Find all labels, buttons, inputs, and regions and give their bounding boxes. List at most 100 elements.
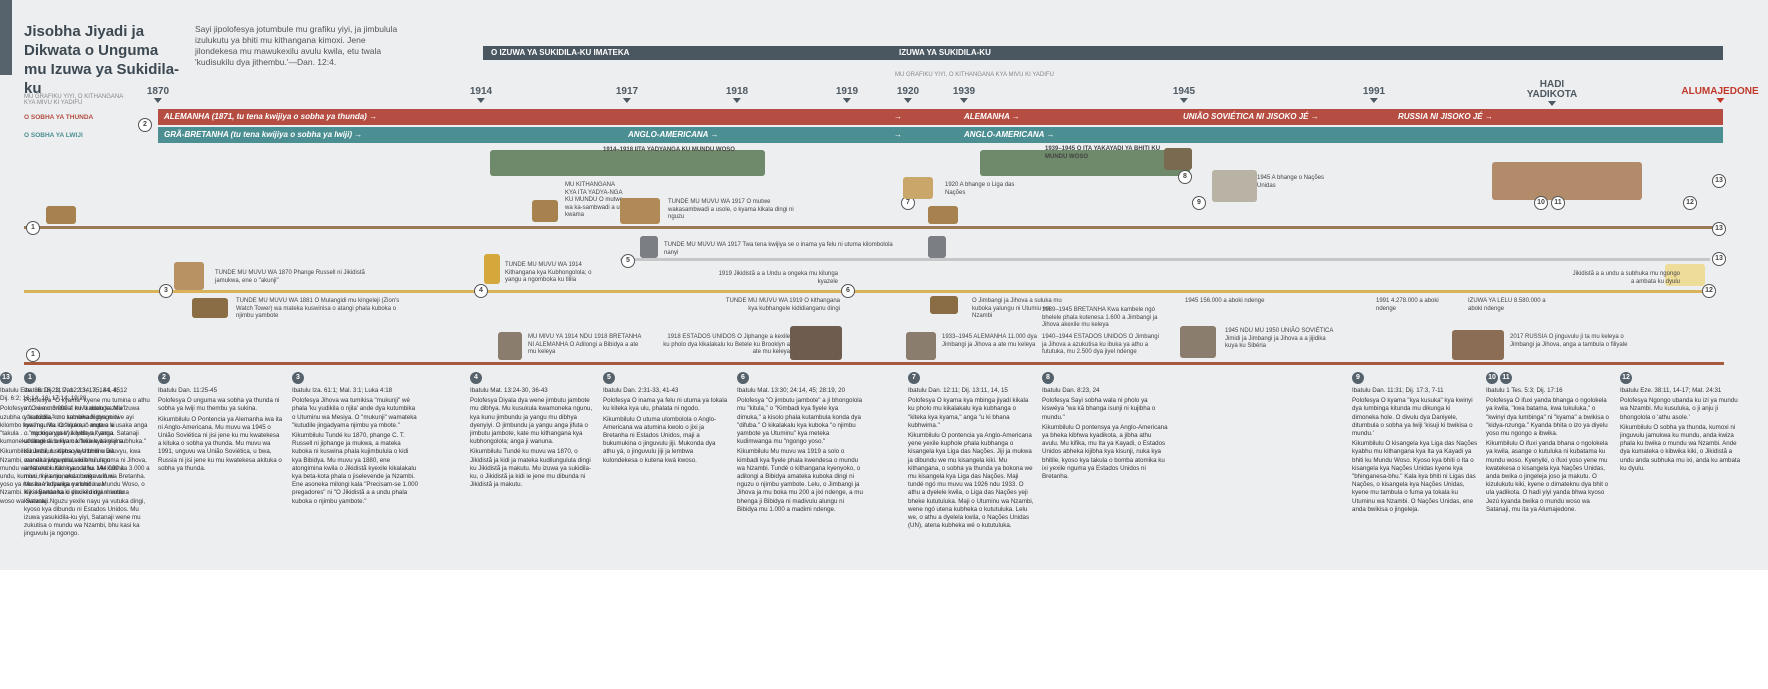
column-prophecy: Polofesya "O kyama" kyene mu tumina o at… <box>24 397 150 446</box>
column-fulfillment: Kikumbilulu Tundé ku muvu wa 1870, o Jik… <box>470 448 592 489</box>
lane-teal-4: ANGLO-AMERICANA → <box>964 130 1055 139</box>
column-reference: Ibatulu Dan. 12:11; Dij. 13:11, 14, 15 <box>908 387 1008 394</box>
column-number: 9 <box>1352 372 1478 387</box>
event-head-healed: TUNDE MU MUVU WA 1917 O mutwe wakasambwa… <box>668 199 794 220</box>
era-banner-2: IZUWA YA SUKIDILA-KU <box>891 46 1723 60</box>
column-number: 4 <box>470 372 596 387</box>
lane-red-5: RUSSIA NI JISOKO JÉ → <box>1398 112 1493 121</box>
column-prophecy: Polofesya Ngongo ubanda ku izi ya mundu … <box>1620 397 1738 421</box>
year-1945: 1945 <box>1173 86 1195 103</box>
beast-image-1 <box>46 206 76 224</box>
event-harvest: TUNDE MU MUVU WA 1914 Kithangana kya Kub… <box>505 262 592 283</box>
event-russia-ban: 2017 RUSSIA O jinguvulu ji ta mu keleya … <box>1510 334 1628 348</box>
column-prophecy: Polofesya "O jimbutu jambote" a ji bhong… <box>737 397 863 446</box>
event-russell: TUNDE MU MUVU WA 1870 Phange Russell ni … <box>215 270 365 284</box>
beast-image-2 <box>928 206 958 224</box>
ww2-scene-image <box>980 150 1190 176</box>
event-jw-preach: O Jimbangi ja Jihova a suluka mu kuboka … <box>972 298 1062 319</box>
lane-red-1: ALEMANHA (1871, tu tena kwijiya o sobha … <box>164 112 378 121</box>
event-rapture: Jikidistã a a undu a subhuka mu ngongo a… <box>1572 271 1680 285</box>
column-reference: Ibatulu 1 Tes. 5:3; Dij. 17:16 <box>1486 387 1563 394</box>
event-1919-preach: TUNDE MU MUVU WA 1919 O kithangana kya k… <box>725 298 840 312</box>
year-1914: 1914 <box>470 86 492 103</box>
tree-image <box>1164 148 1192 170</box>
teal-lane-label: O SOBHA YA LWIJI <box>24 132 83 139</box>
background-band <box>0 0 1768 570</box>
feet-image <box>640 236 658 258</box>
marker-13-c: 13 <box>1712 252 1726 266</box>
ww1-scene-image <box>490 150 765 176</box>
year-1917: 1917 <box>616 86 638 103</box>
prisoners-image-3 <box>906 332 936 360</box>
column-reference: Ibatulu Dan. 11:31; Dij. 17:3, 7-11 <box>1352 387 1444 394</box>
column-prophecy: Polofesya O ifuxi yanda bhanga o ngoloke… <box>1486 397 1609 438</box>
column-number: 7 <box>908 372 1034 387</box>
russell-image <box>174 262 204 290</box>
column-reference: Ibatulu Iza. 61:1; Mal. 3:1; Luka 4:18 <box>292 387 393 394</box>
year-1991: 1991 <box>1363 86 1385 103</box>
column-prophecy: Polofesya O unguma wa sobha ya thunda ni… <box>158 397 280 413</box>
column-fulfillment: Kikumbilulu O pontensya ya Anglo-America… <box>1042 423 1168 481</box>
event-1991-pub: 1991 4.278.000 a aboki ndenge <box>1376 298 1439 312</box>
lane-teal-3: → <box>894 130 902 139</box>
cloud-image <box>1665 264 1705 286</box>
year-1870: 1870 <box>147 86 169 103</box>
marker-12: 12 <box>1702 284 1716 298</box>
year-1919: 1919 <box>836 86 858 103</box>
persecution-line <box>24 362 1724 365</box>
event-today-pub: IZUWA YA LELU 8.580.000 a aboki ndenge <box>1468 298 1546 312</box>
religion-image <box>1492 162 1642 200</box>
marker-9: 9 <box>1192 196 1206 210</box>
column-number: 2 <box>158 372 284 387</box>
marker-4: 4 <box>474 284 488 298</box>
column-prophecy: Polofesya Sayi sobha wala ni pholo ya ki… <box>1042 397 1156 421</box>
column-reference: Ibatulu Dan. 11:25-45 <box>158 387 218 394</box>
column-fulfillment: Kikumbilulu O pontencia ya Anglo-America… <box>908 432 1034 530</box>
column-reference: Ibatulu Dan. 8:23, 24 <box>1042 387 1100 394</box>
column-fulfillment: Kikumbilulu O sobha ya thunda, kumoxi ni… <box>1620 423 1741 472</box>
lane-red-2: → <box>894 112 902 121</box>
column-prophecy: Polofesya O inama ya felu ni utuma ya to… <box>603 397 728 413</box>
column-reference: Ibatulu Mat. 13:30; 24:14, 45; 28:19, 20 <box>737 387 846 394</box>
feet-image-2 <box>928 236 946 258</box>
era-banner-1: O IZUWA YA SUKIDILA-KU IMATEKA <box>483 46 898 60</box>
event-wounded-head: MU KITHANGANA KYA ITA YADYA-NGA KU MUNDU… <box>565 182 624 218</box>
league-building-image <box>903 177 933 199</box>
year-1939: 1939 <box>953 86 975 103</box>
year-armageddon: ALUMAJEDONE <box>1681 86 1759 103</box>
column-reference: Ibatulu Dij. 11:7; 12:13, 17; 13:1-8, 12 <box>24 387 128 394</box>
event-us-1918: 1918 ESTADOS UNIDOS O Jiphange a kexile … <box>663 334 790 355</box>
event-ww1: 1914–1918 IITA YADYANGA KU MUNDU WOSO <box>603 147 735 153</box>
marker-1-bottom: 1 <box>26 348 40 362</box>
column-number: 5 <box>603 372 729 387</box>
intro-text: Sayi jipolofesya jotumbule mu grafiku yi… <box>195 24 398 67</box>
beast-wounded-image <box>532 200 558 222</box>
red-lane-label: O SOBHA YA THUNDA <box>24 114 94 121</box>
event-brit-ger: MU MIVU YA 1914 NDU 1918 BRETANHA NI ALE… <box>528 334 642 355</box>
column-prophecy: Polofesya O kyama "kya kusuka" kya kwiny… <box>1352 397 1473 438</box>
year-present: HADI YADIKOTA <box>1522 80 1582 106</box>
beast-line <box>24 226 1724 229</box>
event-watchtower: TUNDE MU MUVU WA 1881 O Mulangidi mu kin… <box>236 298 400 319</box>
column-fulfillment: Kikumbilulu Mu muvu wa 1919 a solo o kim… <box>737 448 863 513</box>
event-1919: 1919 Jikidistã a a Undu a ongeka mu kilu… <box>718 271 838 285</box>
feet-line <box>620 258 1710 261</box>
lane-red-4: UNIÃO SOVIÉTICA NI JISOKO JÉ → <box>1183 112 1319 121</box>
marker-11: 11 <box>1551 196 1565 210</box>
anointed-line <box>24 290 1714 293</box>
king-north-lane: ALEMANHA (1871, tu tena kwijiya o sobha … <box>158 109 1723 125</box>
marker-13-b: 13 <box>1712 222 1726 236</box>
siberia-image <box>1180 326 1216 358</box>
prisoners-image-1 <box>498 332 522 360</box>
column-number: 12 <box>1620 372 1746 387</box>
column-reference: Ibatulu Mat. 13:24-30, 36-43 <box>470 387 548 394</box>
